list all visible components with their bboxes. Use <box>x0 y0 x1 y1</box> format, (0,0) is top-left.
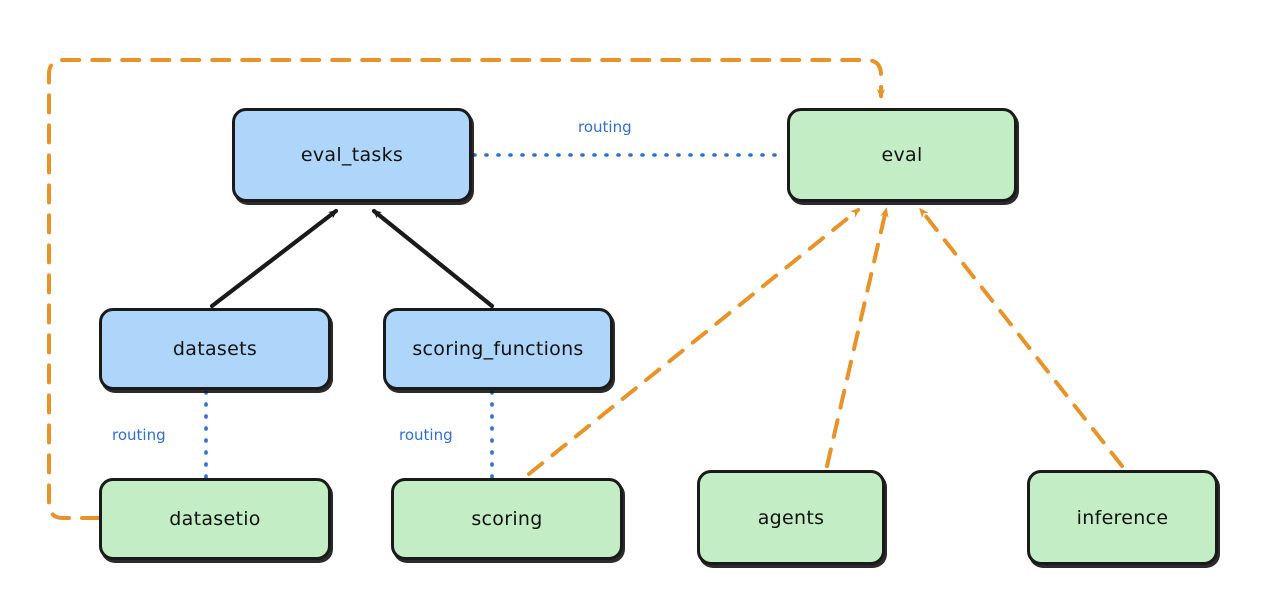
node-eval-tasks[interactable]: eval_tasks <box>232 108 472 202</box>
node-label: eval <box>881 144 923 166</box>
node-label: datasetio <box>169 508 261 530</box>
node-label: eval_tasks <box>300 144 404 166</box>
edge-datasetio-to-eval <box>47 58 886 520</box>
node-inference[interactable]: inference <box>1027 470 1218 565</box>
node-scoring-functions[interactable]: scoring_functions <box>383 308 613 390</box>
edge-agents-to-eval <box>825 207 889 468</box>
edge-label-routing-eval-tasks-eval: routing <box>578 118 632 136</box>
node-datasetio[interactable]: datasetio <box>99 478 331 560</box>
node-label: agents <box>757 506 825 529</box>
edge-inference-to-eval <box>919 207 1124 468</box>
node-label: scoring_functions <box>412 338 584 360</box>
node-label: inference <box>1076 506 1169 529</box>
node-agents[interactable]: agents <box>697 470 885 565</box>
edge-scoring-to-eval <box>527 208 861 476</box>
edge-label-routing-datasets-datasetio: routing <box>112 426 166 444</box>
edge-scoring-functions-to-eval-tasks <box>371 208 495 309</box>
node-eval[interactable]: eval <box>787 108 1017 202</box>
edge-datasets-to-eval-tasks <box>209 208 339 309</box>
edge-label-routing-scoring-functions-scoring: routing <box>399 426 453 444</box>
node-label: scoring <box>471 508 543 530</box>
node-scoring[interactable]: scoring <box>391 478 623 560</box>
node-label: datasets <box>172 338 258 360</box>
node-datasets[interactable]: datasets <box>99 308 331 390</box>
